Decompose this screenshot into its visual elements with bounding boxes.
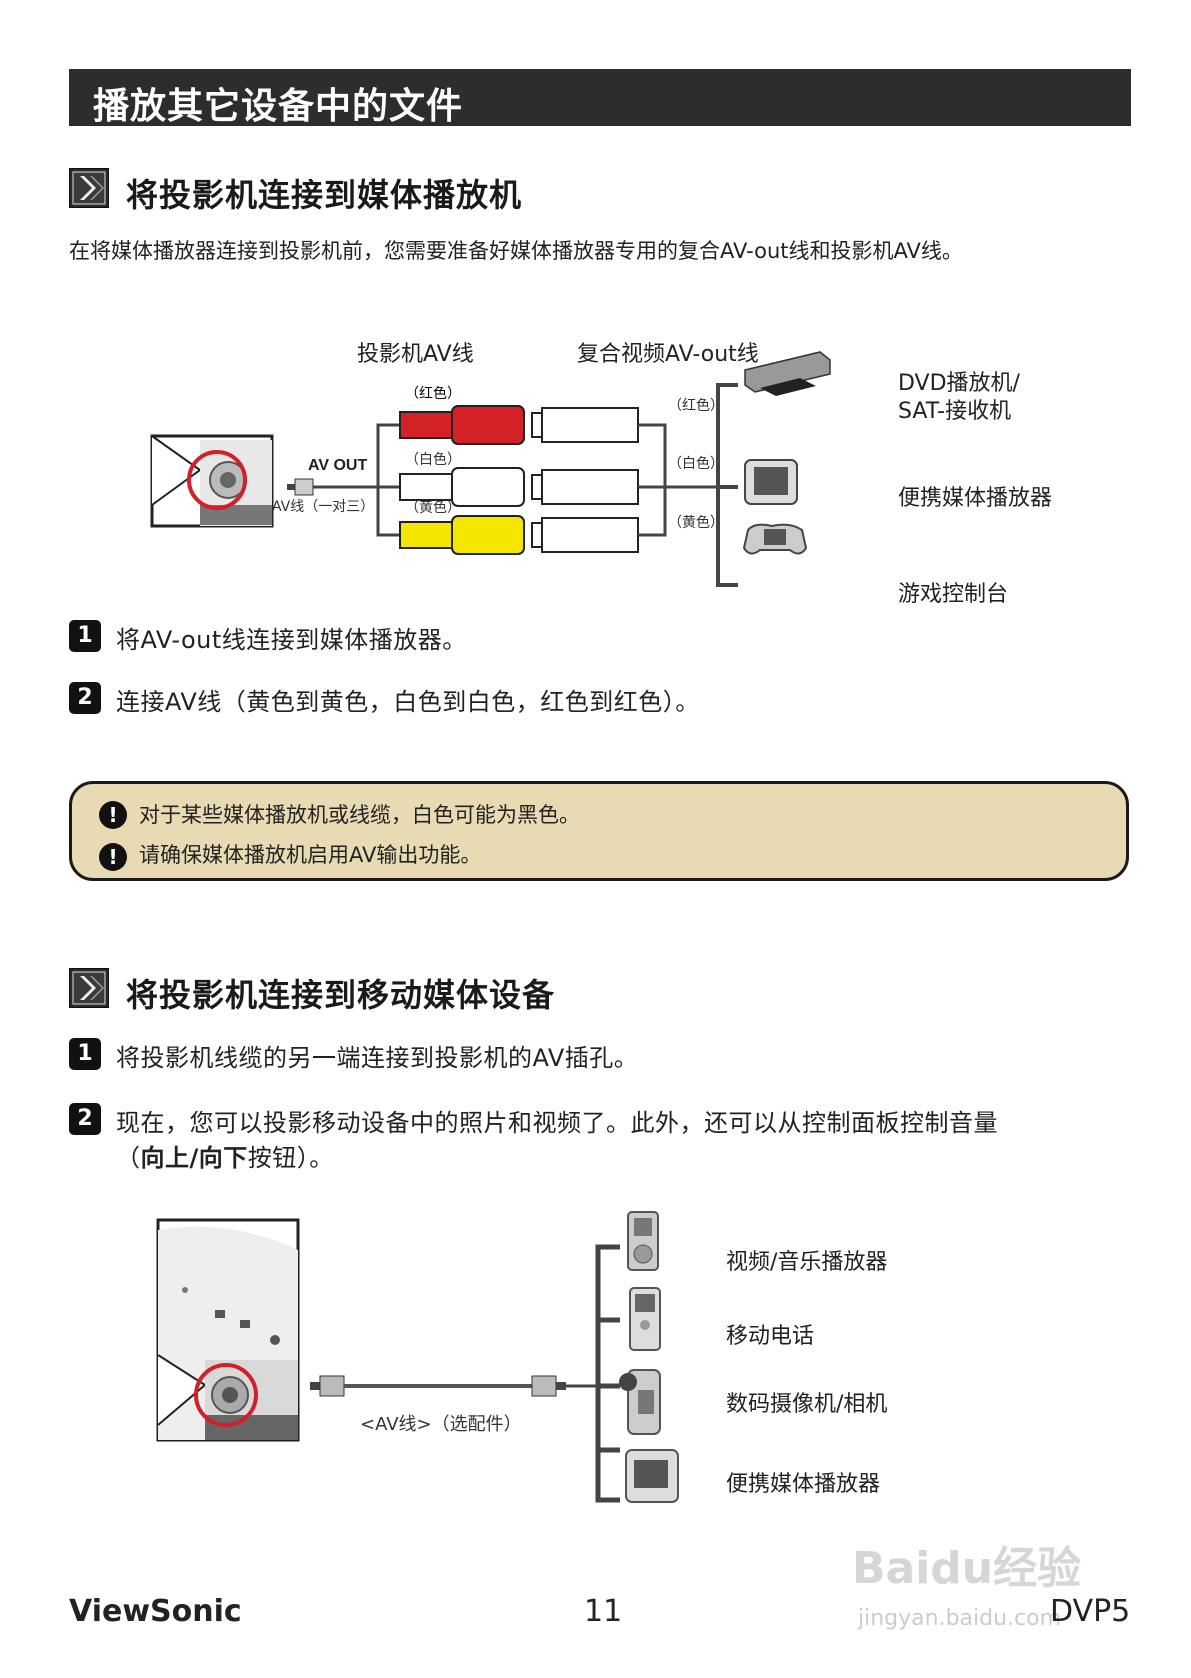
device-mobile-phone-label: 移动电话 — [726, 1324, 815, 1349]
plug-left-label-yellow: （黄色） — [405, 499, 461, 516]
composite-plug-red — [541, 407, 639, 443]
page-title: 播放其它设备中的文件 — [93, 86, 464, 127]
plug-white-left — [399, 467, 525, 507]
plug-right-label-yellow: （黄色） — [668, 514, 724, 531]
mobile-phone-icon — [629, 1287, 661, 1351]
footer-brand: ViewSonic — [69, 1594, 242, 1629]
watermark-url: jingyan.baidu.com — [858, 1606, 1062, 1631]
section1-step-1: 将AV-out线连接到媒体播放器。 — [116, 626, 467, 654]
section1-step-2: 连接AV线（黄色到黄色，白色到白色，红色到红色）。 — [116, 688, 700, 716]
plug-yellow-left — [399, 515, 525, 555]
title-bar: 播放其它设备中的文件 — [69, 69, 1131, 127]
step-number-2: 2 — [69, 682, 101, 714]
plug-right-label-white: （白色） — [668, 455, 724, 472]
watermark-logo: Baidu经验 — [852, 1543, 1082, 1594]
av-cable-optional-label: <AV线>（选配件） — [360, 1414, 522, 1435]
warning-icon: ! — [99, 801, 127, 829]
music-player-icon — [627, 1211, 659, 1271]
plug-left-label-red: （红色） — [405, 385, 461, 402]
plug-right-label-red: （红色） — [668, 397, 724, 414]
highlight-circle — [194, 1363, 258, 1427]
section2-step-1: 将投影机线缆的另一端连接到投影机的AV插孔。 — [116, 1044, 639, 1072]
game-console-icon — [742, 523, 808, 555]
plug-red-left — [399, 405, 525, 445]
section1-intro: 在将媒体播放器连接到投影机前，您需要准备好媒体播放器专用的复合AV-out线和投… — [69, 239, 963, 263]
note-2: 请确保媒体播放机启用AV输出功能。 — [139, 843, 482, 867]
dvd-player-icon — [744, 351, 831, 396]
warning-icon: ! — [99, 843, 127, 871]
paren-open: （ — [116, 1144, 141, 1172]
step-number-2: 2 — [69, 1103, 101, 1135]
page-number: 11 — [584, 1594, 623, 1629]
av-cable-label: AV线（一对三） — [272, 499, 374, 515]
portable-player-icon — [744, 459, 798, 505]
step-number-1: 1 — [69, 620, 101, 652]
highlight-circle — [187, 450, 247, 510]
device-dvd-label: DVD播放机/ — [898, 371, 1020, 396]
diagram-media-player-connection: AV OUT AV线（一对三） （红色） （白色） （黄色） （红色） （白色）… — [150, 351, 831, 587]
section-arrow-icon — [69, 168, 109, 208]
composite-plug-yellow — [541, 517, 639, 553]
composite-plug-white — [541, 469, 639, 505]
device-portable-label: 便携媒体播放器 — [898, 486, 1053, 511]
device-camcorder-label: 数码摄像机/相机 — [726, 1392, 888, 1417]
footer-model: DVP5 — [1050, 1594, 1131, 1629]
device-sat-label: SAT-接收机 — [898, 399, 1012, 424]
line2-rest: 按钮）。 — [247, 1144, 334, 1172]
note-box: ! 对于某些媒体播放机或线缆，白色可能为黑色。 ! 请确保媒体播放机启用AV输出… — [69, 781, 1129, 881]
av-cable — [310, 1375, 566, 1397]
step-number-1: 1 — [69, 1038, 101, 1070]
section1-title: 将投影机连接到媒体播放机 — [126, 176, 523, 214]
cable-composite-label: 复合视频AV-out线 — [577, 342, 759, 367]
device-music-player-label: 视频/音乐播放器 — [726, 1250, 888, 1275]
section-arrow-icon — [69, 968, 109, 1008]
device-game-label: 游戏控制台 — [898, 582, 1009, 607]
up-down-button-label: 向上/向下 — [140, 1144, 248, 1172]
section2-title: 将投影机连接到移动媒体设备 — [126, 976, 556, 1014]
portable-player-icon — [625, 1449, 679, 1503]
device-portable-label: 便携媒体播放器 — [726, 1472, 881, 1497]
plug-left-label-white: （白色） — [405, 451, 461, 468]
av-jack-plug — [287, 478, 378, 496]
projector-top-illustration — [156, 1218, 300, 1442]
section2-step-2-line1: 现在，您可以投影移动设备中的照片和视频了。此外，还可以从控制面板控制音量 — [116, 1109, 998, 1137]
camcorder-icon — [619, 1369, 661, 1435]
projector-illustration — [150, 434, 274, 528]
diagram-mobile-connection: <AV线>（选配件） — [156, 1211, 679, 1503]
av-out-label: AV OUT — [308, 457, 367, 474]
cable-projector-label: 投影机AV线 — [357, 342, 474, 367]
section2-step-2-line2: （向上/向下按钮）。 — [116, 1138, 334, 1173]
note-1: 对于某些媒体播放机或线缆，白色可能为黑色。 — [139, 803, 580, 827]
